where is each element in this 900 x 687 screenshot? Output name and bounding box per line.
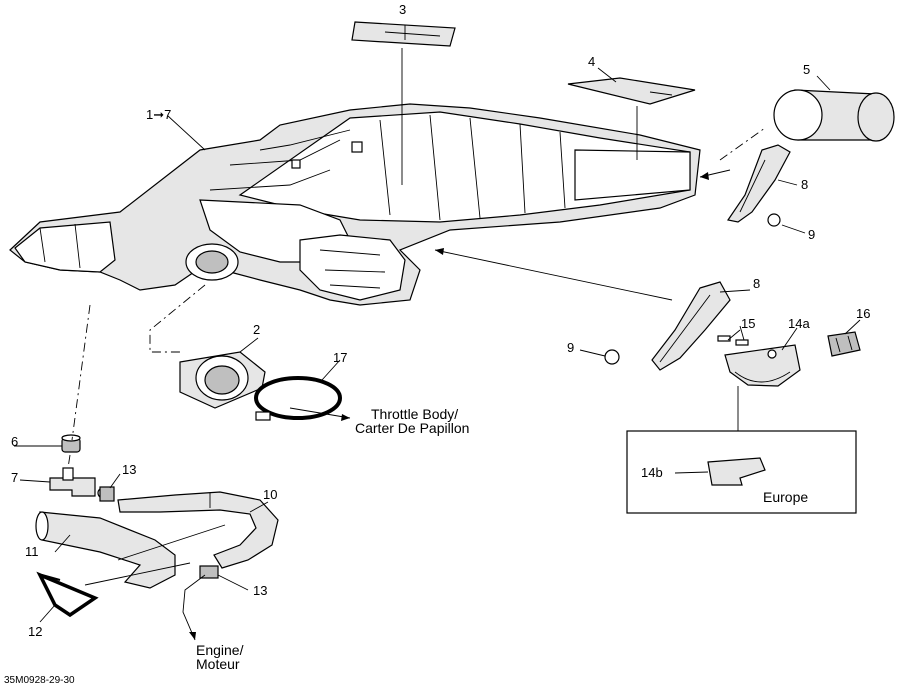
part-3-label-plate — [351, 21, 456, 47]
callout-11: 11 — [25, 544, 39, 559]
callout-1-to-7: 1➞7 — [146, 107, 171, 122]
note-throttle-body-line1: Throttle Body/ — [371, 406, 458, 422]
part-12-clamp — [36, 571, 99, 618]
callout-15: 15 — [741, 316, 755, 331]
europe-inset-box — [626, 430, 857, 514]
note-engine-line2: Moteur — [196, 656, 240, 672]
part-13-clamp-upper — [99, 486, 115, 502]
part-16-clip — [827, 331, 861, 357]
assembly-arrows — [84, 169, 731, 641]
callout-9-upper: 9 — [808, 227, 815, 242]
part-11-hose — [35, 511, 176, 589]
callout-5: 5 — [803, 62, 810, 77]
part-6-grommet — [61, 434, 81, 453]
callout-4: 4 — [588, 54, 595, 69]
callout-16: 16 — [856, 306, 870, 321]
part-7-elbow-fitting — [49, 467, 109, 499]
callout-13-upper: 13 — [122, 462, 136, 477]
part-4-decal — [567, 77, 696, 105]
part-9-washer — [604, 349, 620, 365]
figure-code: 35M0928-29-30 — [4, 675, 75, 686]
part-14a-bracket — [717, 335, 801, 387]
part-2-coupler — [179, 351, 266, 409]
air-intake-silencer-housing — [9, 103, 701, 306]
callout-3: 3 — [399, 2, 406, 17]
callout-14b: 14b — [641, 465, 663, 480]
part-8-upper-strap — [726, 144, 791, 227]
part-17-clamp — [254, 376, 342, 421]
callout-2: 2 — [253, 322, 260, 337]
alignment-lines — [67, 127, 766, 469]
callout-8-lower: 8 — [753, 276, 760, 291]
callout-17: 17 — [333, 350, 347, 365]
callout-7: 7 — [11, 470, 18, 485]
callout-13-lower: 13 — [253, 583, 267, 598]
part-8-lower-strap — [651, 281, 731, 371]
leader-lines — [14, 25, 861, 623]
note-throttle-body-line2: Carter De Papillon — [355, 420, 469, 436]
callout-9-lower: 9 — [567, 340, 574, 355]
callout-8-upper: 8 — [801, 177, 808, 192]
part-10-hose — [117, 491, 279, 569]
callout-14a: 14a — [788, 316, 810, 331]
callout-6: 6 — [11, 434, 18, 449]
note-engine-line1: Engine/ — [196, 642, 244, 658]
part-5-cap — [773, 89, 895, 142]
europe-label: Europe — [763, 489, 808, 505]
callout-10: 10 — [263, 487, 277, 502]
callout-12: 12 — [28, 624, 42, 639]
